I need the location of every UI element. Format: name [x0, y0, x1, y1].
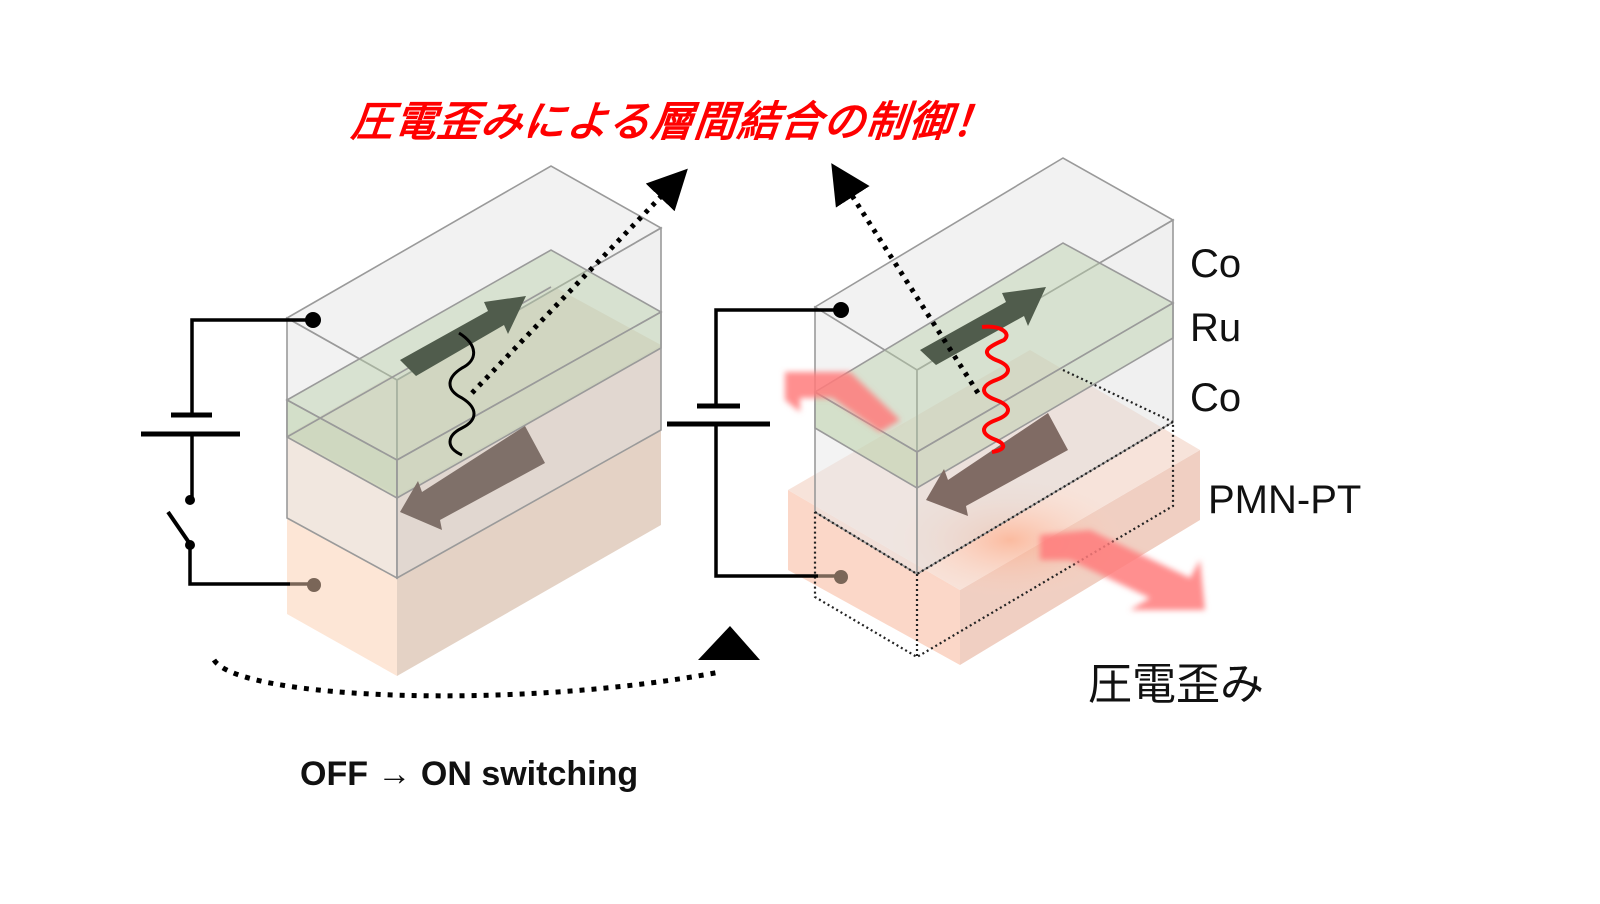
- magnetization-arrow-bottom-on: [926, 413, 1068, 516]
- coupling-wave-off: [448, 331, 476, 457]
- dotted-arrow-up-left: [831, 163, 981, 395]
- transition-arrowhead: [698, 626, 760, 660]
- label-pmnpt: PMN-PT: [1208, 478, 1362, 522]
- label-co-bottom: Co: [1190, 376, 1242, 420]
- circuit-on: [667, 308, 842, 578]
- terminal-top-off: [305, 312, 321, 328]
- terminal-top-on: [833, 302, 849, 318]
- label-co-top: Co: [1190, 242, 1242, 286]
- terminal-bottom-off: [307, 578, 321, 592]
- device-on: [667, 157, 1205, 665]
- circuit-off: [141, 318, 318, 586]
- magnetization-arrow-bottom-off: [400, 426, 545, 530]
- device-off: [141, 165, 688, 676]
- switching-label: OFF → ON switching: [300, 755, 639, 793]
- switch-contact-bottom: [185, 540, 195, 550]
- original-outline: [813, 369, 1175, 659]
- switch-open: [166, 510, 192, 546]
- strain-arrow-right: [1040, 530, 1205, 610]
- coupling-wave-on: [981, 324, 1010, 454]
- terminal-bottom-on: [834, 570, 848, 584]
- dotted-arrow-up-right: [470, 168, 688, 395]
- switch-contact-top: [185, 495, 195, 505]
- strain-arrow-left: [785, 372, 900, 432]
- transition-arrow: [211, 658, 721, 699]
- diagram-title: 圧電歪みによる層間結合の制御！: [349, 97, 999, 146]
- label-ru: Ru: [1190, 306, 1242, 350]
- piezo-strain-label: 圧電歪み: [1088, 659, 1264, 710]
